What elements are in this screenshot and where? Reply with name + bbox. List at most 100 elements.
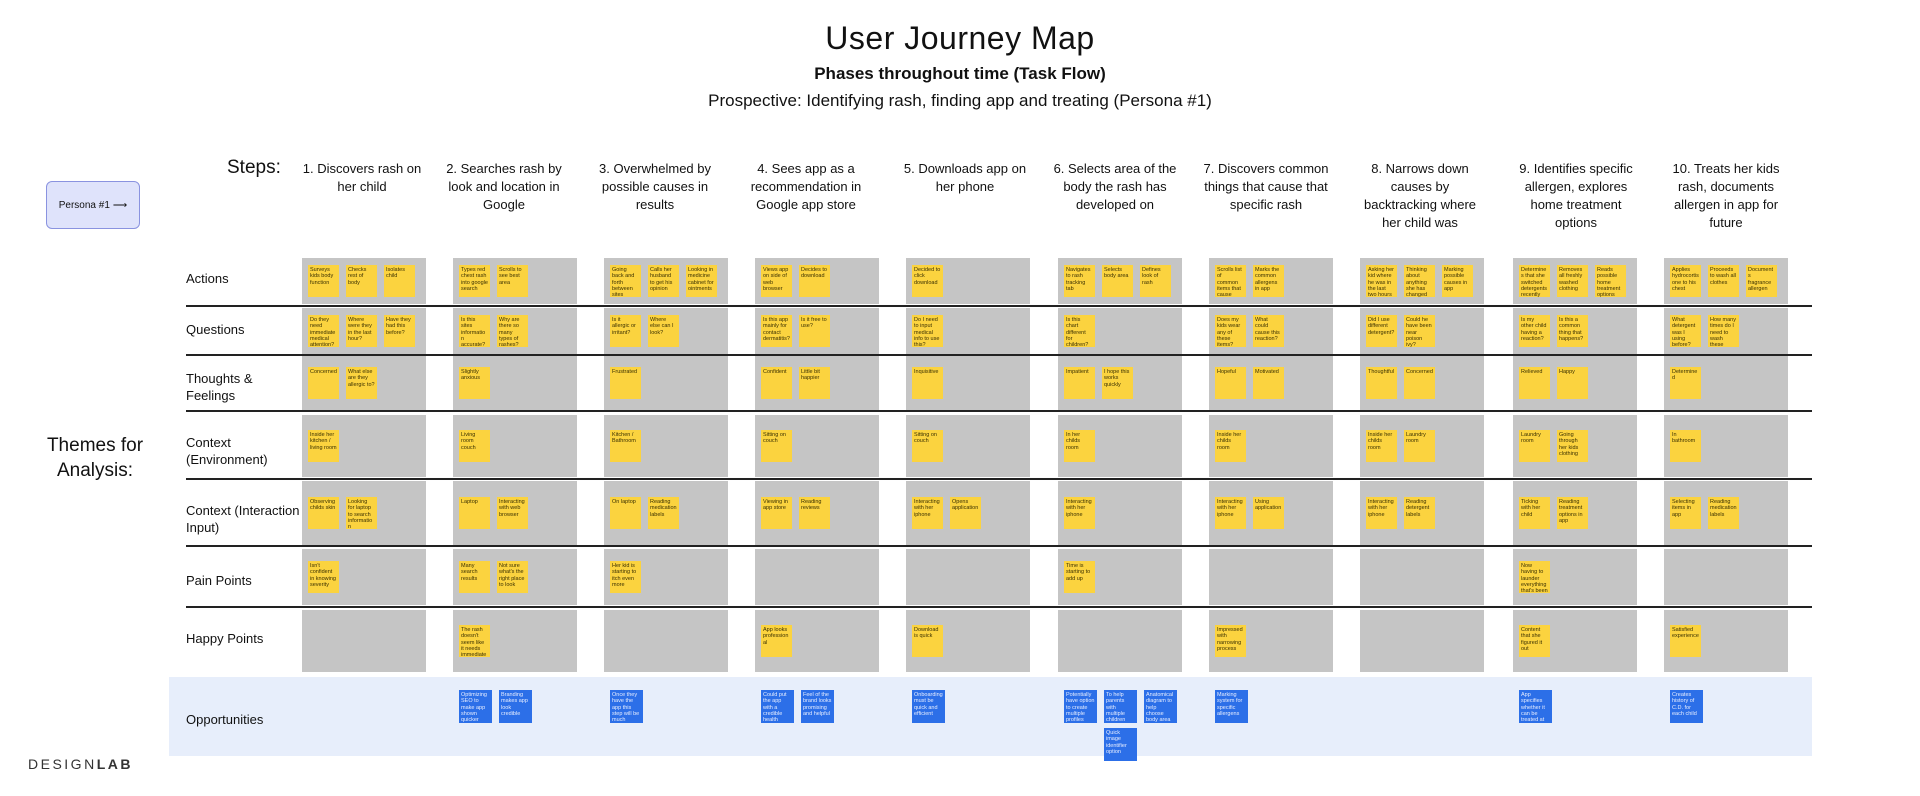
step-heading: 7. Discovers common things that cause th… bbox=[1203, 161, 1329, 212]
journey-cell bbox=[1664, 549, 1788, 605]
sticky-note: Looking for laptop to search information bbox=[346, 497, 377, 529]
steps-label: Steps: bbox=[227, 157, 281, 178]
sticky-note: Reading treatment options in app bbox=[1557, 497, 1588, 529]
sticky-note: Is this chart different for children? bbox=[1064, 315, 1095, 347]
step-heading: 6. Selects area of the body the rash has… bbox=[1053, 161, 1177, 212]
sticky-note: Not sure what's the right place to look bbox=[497, 561, 528, 593]
row-divider bbox=[186, 305, 1812, 307]
sticky-note: Opens application bbox=[950, 497, 981, 529]
opportunity-sticky-note: Once they have the app this step will be… bbox=[610, 690, 643, 723]
step-heading: 1. Discovers rash on her child bbox=[302, 161, 422, 194]
sticky-note: Sitting on couch bbox=[761, 430, 792, 462]
opportunity-sticky-note: Quick image identifier option bbox=[1104, 728, 1137, 761]
sticky-note: Interacting with her iphone bbox=[1064, 497, 1095, 529]
sticky-note: Little bit happier bbox=[799, 367, 830, 399]
sticky-note: Many search results bbox=[459, 561, 490, 593]
sticky-note: Hopeful bbox=[1215, 367, 1246, 399]
sticky-note: Living room couch bbox=[459, 430, 490, 462]
persona-label: Persona #1 bbox=[58, 199, 110, 211]
sticky-note: Asking her kid where he was in the last … bbox=[1366, 265, 1397, 297]
opportunity-sticky-note: Branding makes app look credible bbox=[499, 690, 532, 723]
sticky-note: Scrolls to see best area bbox=[497, 265, 528, 297]
sticky-note: Frustrated bbox=[610, 367, 641, 399]
sticky-note: Views app on side of web browser bbox=[761, 265, 792, 297]
sticky-note: Reading detergent labels bbox=[1404, 497, 1435, 529]
page-subtitle: Phases throughout time (Task Flow) bbox=[814, 64, 1106, 83]
sticky-note: Impressed with narrowing process bbox=[1215, 625, 1246, 657]
sticky-note: Concerned bbox=[308, 367, 339, 399]
sticky-note: Interacting with her iphone bbox=[1215, 497, 1246, 529]
arrow-right-icon: ⟶ bbox=[112, 199, 128, 211]
row-label: Context (Interaction Input) bbox=[186, 503, 300, 535]
journey-cell bbox=[755, 549, 879, 605]
row-label: Questions bbox=[186, 322, 245, 337]
sticky-note: Is this sites information accurate? bbox=[459, 315, 490, 347]
sticky-note: Selecting items in app bbox=[1670, 497, 1701, 529]
row-divider bbox=[186, 478, 1812, 480]
step-heading: 4. Sees app as a recommendation in Googl… bbox=[750, 161, 862, 212]
opportunity-sticky-note: Feel of the brand looks promising and he… bbox=[801, 690, 834, 723]
sticky-note: Laundry room bbox=[1404, 430, 1435, 462]
sticky-note: Documents fragrance allergen bbox=[1746, 265, 1777, 297]
sticky-note: Download is quick bbox=[912, 625, 943, 657]
row-divider bbox=[186, 606, 1812, 608]
sticky-note: Motivated bbox=[1253, 367, 1284, 399]
sticky-note: Content that she figured it out bbox=[1519, 625, 1550, 657]
sticky-note: Is it allergic or irritant? bbox=[610, 315, 641, 347]
sticky-note: Does my kids wear any of these items? bbox=[1215, 315, 1246, 347]
sticky-note: Removes all freshly washed clothing bbox=[1557, 265, 1588, 297]
opportunity-sticky-note: App specifies whether it can be treated … bbox=[1519, 690, 1552, 723]
opportunity-sticky-note: Optimizing SEO to make app shown quicker bbox=[459, 690, 492, 723]
designlab-logo: DESIGNLAB bbox=[28, 756, 133, 772]
sticky-note: Kitchen / Bathroom bbox=[610, 430, 641, 462]
sticky-note: Could he have been near poison ivy? bbox=[1404, 315, 1435, 347]
sticky-note: Using application bbox=[1253, 497, 1284, 529]
sticky-note: Laundry room bbox=[1519, 430, 1550, 462]
sticky-note: Interacting with her iphone bbox=[912, 497, 943, 529]
sticky-note: Applies hydrocortisone to his chest bbox=[1670, 265, 1701, 297]
sticky-note: Isolates child bbox=[384, 265, 415, 297]
sticky-note: Determined bbox=[1670, 367, 1701, 399]
sticky-note: Do I need to input medical info to use t… bbox=[912, 315, 943, 347]
sticky-note: Time is starting to add up bbox=[1064, 561, 1095, 593]
page-description: Prospective: Identifying rash, finding a… bbox=[708, 91, 1212, 110]
sticky-note: Is this app mainly for contact dermatiti… bbox=[761, 315, 792, 347]
sticky-note: In bathroom bbox=[1670, 430, 1701, 462]
journey-cell bbox=[1209, 549, 1333, 605]
sticky-note: Impatient bbox=[1064, 367, 1095, 399]
sticky-note: Laptop bbox=[459, 497, 490, 529]
opportunity-sticky-note: Potentially have option to create multip… bbox=[1064, 690, 1097, 723]
sticky-note: Navigates to rash tracking tab bbox=[1064, 265, 1095, 297]
opportunity-sticky-note: Onboarding must be quick and efficient bbox=[912, 690, 945, 723]
sticky-note: App looks professional bbox=[761, 625, 792, 657]
opportunities-band bbox=[169, 677, 1812, 756]
opportunity-sticky-note: Marking system for specific allergens bbox=[1215, 690, 1248, 723]
step-heading: 3. Overwhelmed by possible causes in res… bbox=[599, 161, 711, 212]
opportunity-sticky-note: To help parents with multiple children bbox=[1104, 690, 1137, 723]
sticky-note: Calls her husband to get his opinion bbox=[648, 265, 679, 297]
sticky-note: Is it free to use? bbox=[799, 315, 830, 347]
sticky-note: Scrolls list of common items that cause … bbox=[1215, 265, 1246, 297]
sticky-note: Inside her kitchen / living room bbox=[308, 430, 339, 462]
sticky-note: Concerned bbox=[1404, 367, 1435, 399]
sticky-note: I hope this works quickly bbox=[1102, 367, 1133, 399]
sticky-note: Slightly anxious bbox=[459, 367, 490, 399]
sticky-note: Interacting with web browser bbox=[497, 497, 528, 529]
row-label: Happy Points bbox=[186, 631, 264, 646]
row-label: Thoughts & Feelings bbox=[186, 371, 253, 403]
row-divider bbox=[186, 354, 1812, 356]
sticky-note: Satisfied experience bbox=[1670, 625, 1701, 657]
step-heading: 8. Narrows down causes by backtracking w… bbox=[1364, 161, 1476, 230]
sticky-note: Isn't confident in knowing severity bbox=[308, 561, 339, 593]
persona-button[interactable]: Persona #1 ⟶ bbox=[46, 181, 140, 229]
step-heading: 5. Downloads app on her phone bbox=[903, 161, 1027, 194]
sticky-note: Inquisitive bbox=[912, 367, 943, 399]
row-label: Pain Points bbox=[186, 573, 252, 588]
sticky-note: Inside her childs room bbox=[1215, 430, 1246, 462]
sticky-note: Decided to click download bbox=[912, 265, 943, 297]
sticky-note: Happy bbox=[1557, 367, 1588, 399]
opportunity-sticky-note: Anatomical diagram to help choose body a… bbox=[1144, 690, 1177, 723]
sticky-note: Where were they in the last hour? bbox=[346, 315, 377, 347]
row-divider bbox=[186, 545, 1812, 547]
sticky-note: Surveys kids body function bbox=[308, 265, 339, 297]
